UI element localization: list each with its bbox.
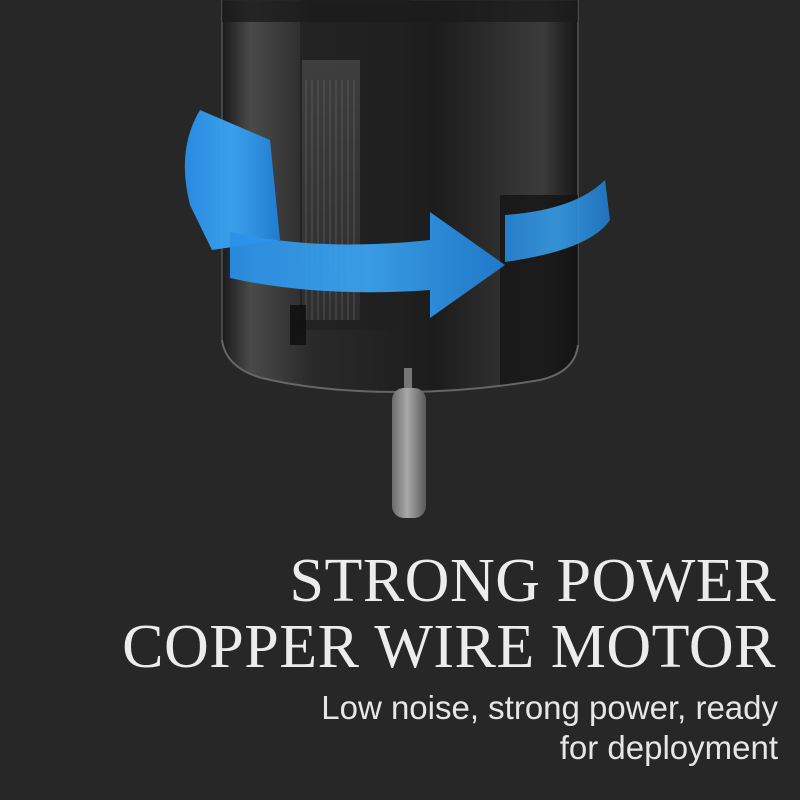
headline-line-2: COPPER WIRE MOTOR: [122, 613, 776, 681]
headline-line-1: STRONG POWER: [289, 547, 776, 615]
rotation-arrow-icon: [230, 180, 610, 318]
subheadline: Low noise, strong power, ready for deplo…: [321, 688, 778, 768]
headline: STRONG POWER COPPER WIRE MOTOR: [122, 548, 776, 680]
subheadline-line-2: for deployment: [559, 729, 778, 766]
subheadline-line-1: Low noise, strong power, ready: [321, 689, 778, 726]
